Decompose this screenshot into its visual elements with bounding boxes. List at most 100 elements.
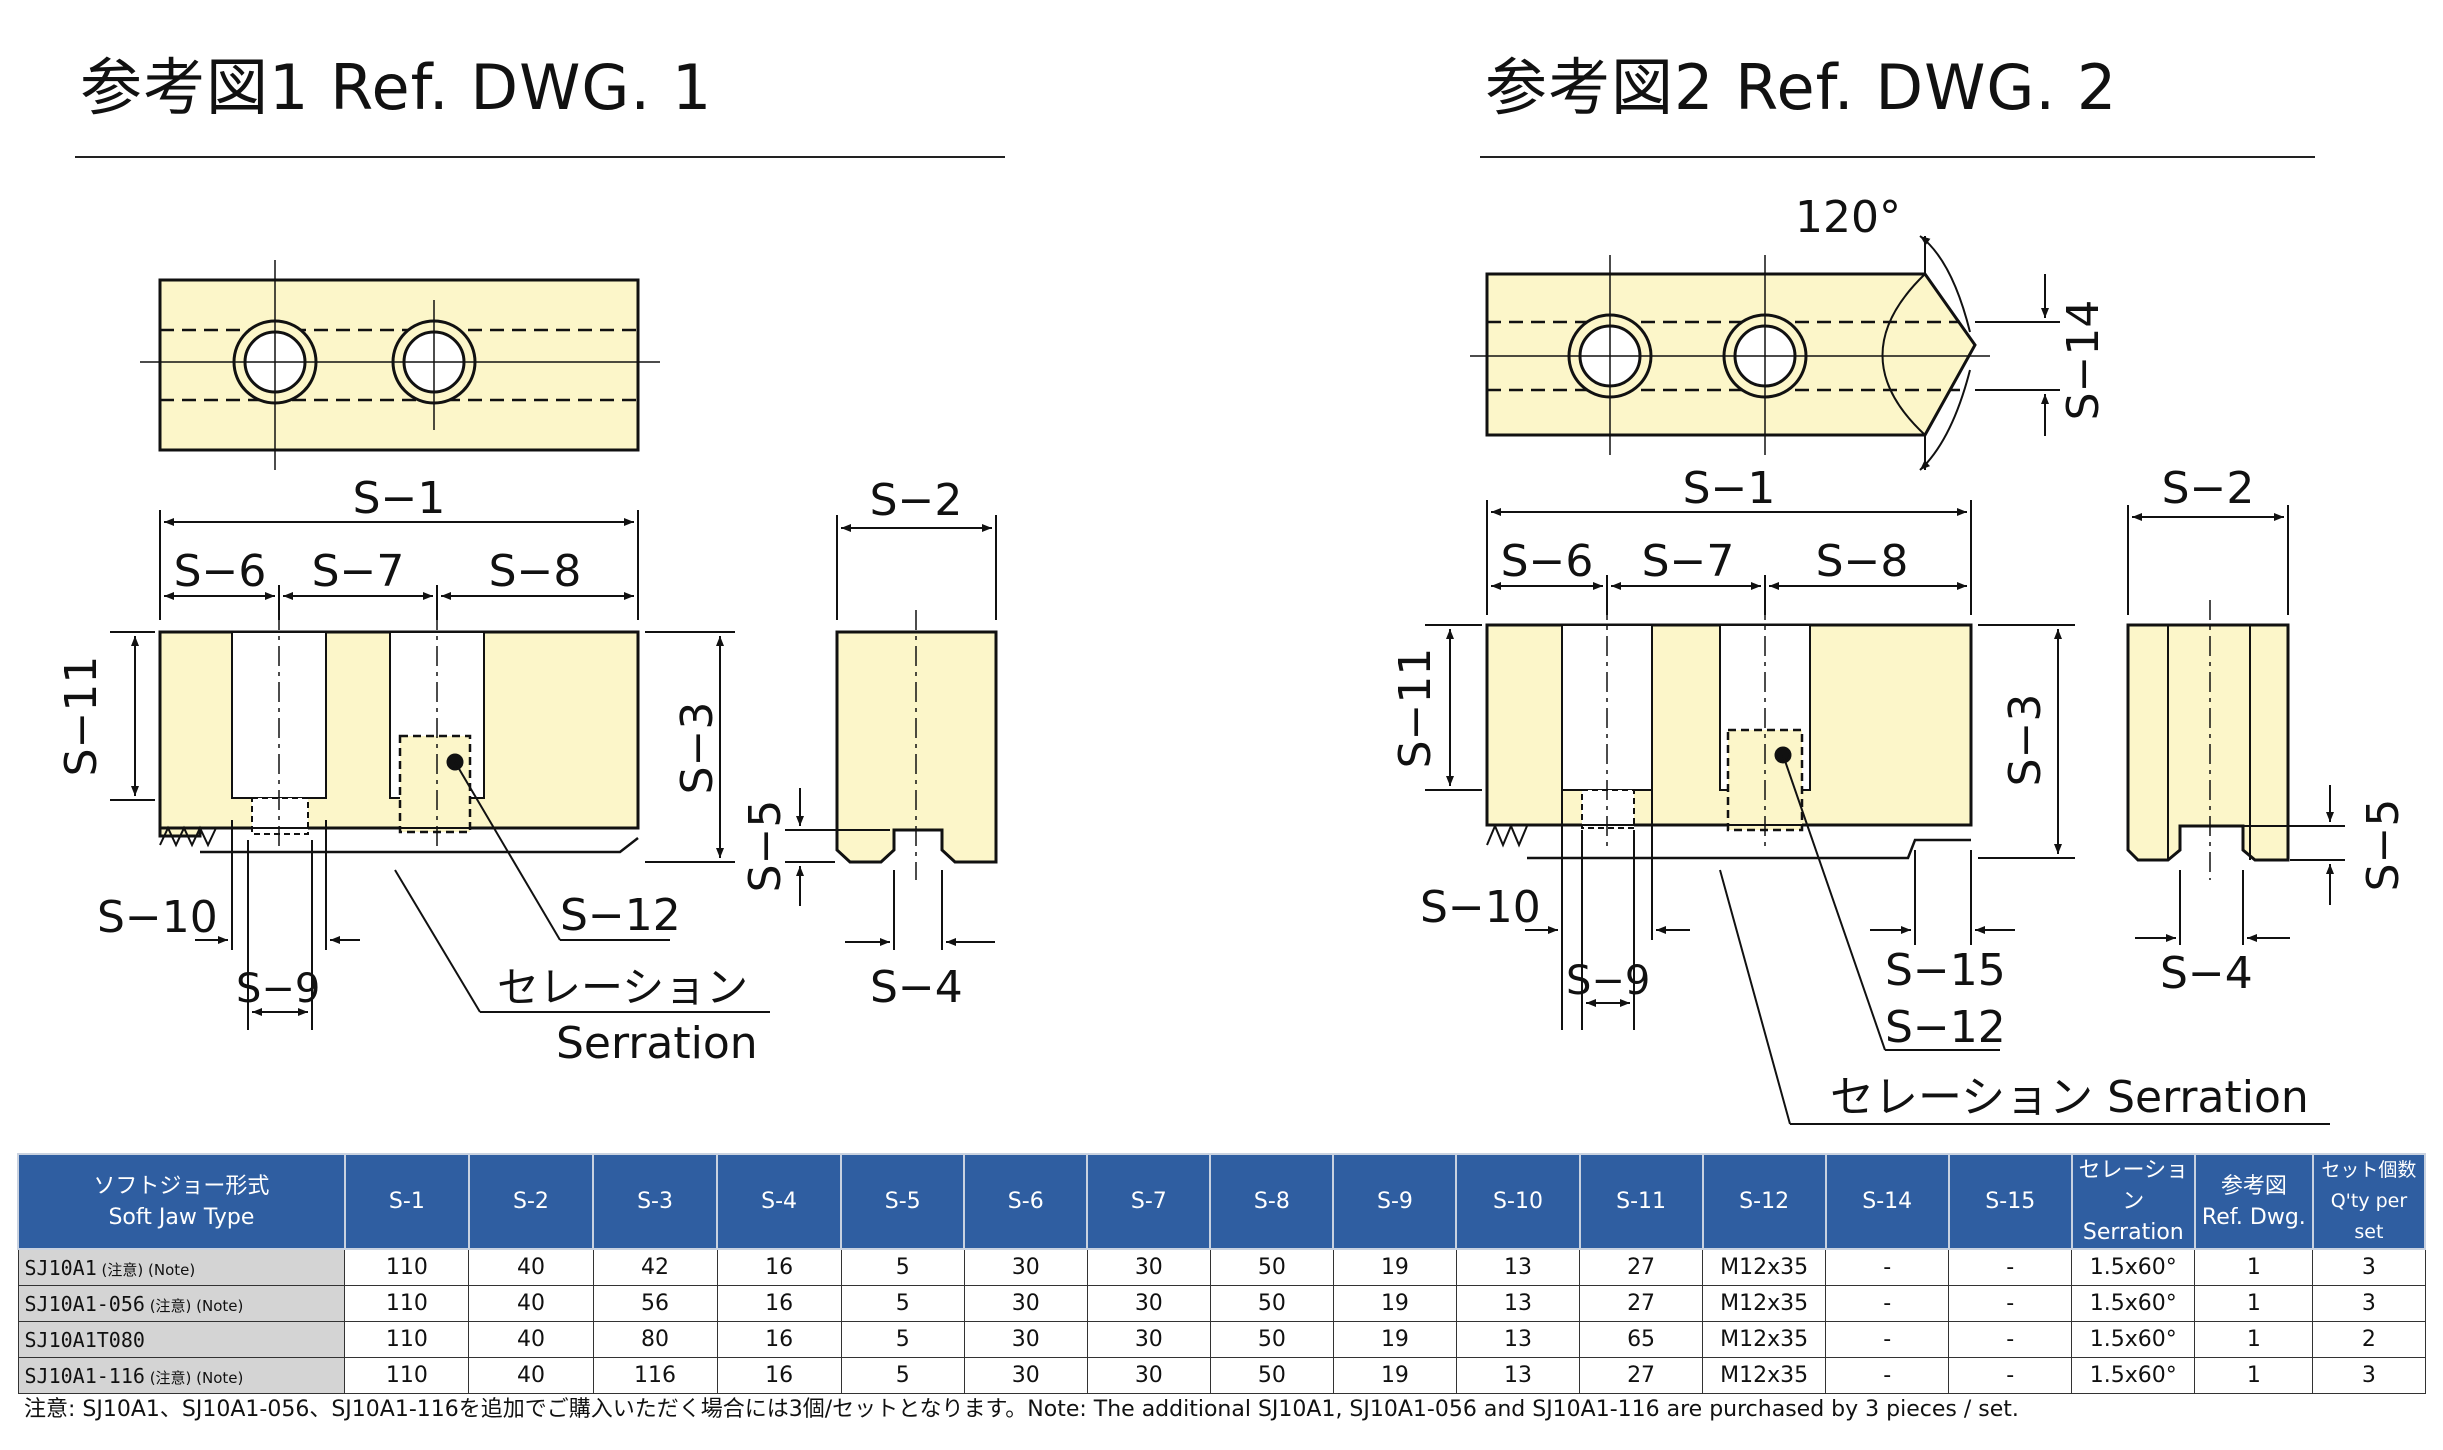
footnote: 注意: SJ10A1、SJ10A1-056、SJ10A1-116を追加でご購入い…	[24, 1397, 2019, 1422]
table-cell: 30	[1086, 1357, 1211, 1394]
dwg1-label-s11: S−11	[56, 656, 107, 777]
dwg2-label-s12: S−12	[1885, 1002, 2006, 1053]
table-cell: 56	[592, 1285, 718, 1322]
cell-soft-jaw-type: SJ10A1-056 (注意) (Note)	[17, 1285, 346, 1322]
spec-table: ソフトジョー形式 Soft Jaw Type S-1 S-2 S-3 S-4 S…	[17, 1153, 2427, 1394]
table-cell: 27	[1579, 1248, 1704, 1286]
table-cell: 5	[840, 1285, 965, 1322]
dwg2-side-view	[2126, 600, 2290, 880]
header-type-jp: ソフトジョー形式	[93, 1173, 270, 1199]
header-s10: S-10	[1455, 1153, 1581, 1250]
header-s8: S-8	[1209, 1153, 1335, 1250]
table-cell: 27	[1579, 1357, 1704, 1394]
dwg2-label-s2: S−2	[2162, 463, 2255, 514]
dwg1-label-s1: S−1	[353, 473, 446, 524]
cell-soft-jaw-type: SJ10A1T080	[17, 1321, 346, 1358]
header-s4: S-4	[716, 1153, 843, 1250]
table-cell: -	[1825, 1248, 1950, 1286]
dwg2-labels: 120° S−14 S−1 S−6 S−7 S−8 S−2 S−11 S−3 S…	[1390, 192, 2409, 1123]
header-s5: S-5	[840, 1153, 966, 1250]
table-cell: 40	[468, 1357, 594, 1394]
table-cell: -	[1825, 1285, 1950, 1322]
model-note: (注意) (Note)	[96, 1260, 196, 1279]
dwg2-label-s15: S−15	[1885, 945, 2006, 996]
dwg1-top-view	[140, 260, 660, 470]
table-cell: 3	[2312, 1357, 2426, 1394]
table-cell: 16	[716, 1248, 842, 1286]
dwg1-labels: S−1 S−6 S−7 S−8 S−2 S−11 S−3 S−5 S−10 S−…	[56, 473, 963, 1069]
header-s2: S-2	[467, 1153, 595, 1250]
header-s11: S-11	[1578, 1153, 1704, 1250]
dwg2-label-s5: S−5	[2358, 799, 2409, 892]
table-cell: 40	[468, 1248, 594, 1286]
header-ref-dwg: 参考図 Ref. Dwg.	[2193, 1153, 2314, 1250]
dwg2-label-serration: セレーション Serration	[1830, 1072, 2309, 1123]
dwg1-label-s2: S−2	[870, 475, 963, 526]
table-cell: 1	[2194, 1357, 2314, 1394]
dwg2-title: 参考図2 Ref. DWG. 2	[1485, 51, 2118, 124]
dwg1-label-s12: S−12	[560, 890, 681, 941]
dwg1-label-s9: S−9	[236, 966, 320, 1012]
table-cell: 50	[1209, 1285, 1334, 1322]
dwg1-label-s3: S−3	[672, 702, 723, 795]
table-cell: 16	[716, 1357, 842, 1394]
table-cell: 30	[1086, 1321, 1211, 1358]
table-cell: 5	[840, 1321, 965, 1358]
header-s15: S-15	[1947, 1153, 2073, 1250]
dwg2-label-s1: S−1	[1683, 463, 1776, 514]
model-name: SJ10A1-056	[24, 1291, 145, 1316]
table-cell: 3	[2312, 1248, 2426, 1286]
cell-soft-jaw-type: SJ10A1-116 (注意) (Note)	[17, 1357, 346, 1394]
dwg2-label-s11: S−11	[1390, 648, 1441, 769]
table-cell: 110	[344, 1357, 470, 1394]
table-cell: 13	[1455, 1285, 1581, 1322]
dwg2-label-s8: S−8	[1816, 536, 1909, 587]
table-cell: 110	[344, 1248, 470, 1286]
table-cell: -	[1948, 1357, 2073, 1394]
table-cell: -	[1825, 1357, 1950, 1394]
dwg2-label-s3: S−3	[2000, 694, 2051, 787]
table-cell: 19	[1332, 1248, 1457, 1286]
table-cell: 16	[716, 1321, 842, 1358]
header-s12: S-12	[1701, 1153, 1827, 1250]
table-cell: 50	[1209, 1357, 1334, 1394]
table-cell: 50	[1209, 1321, 1334, 1358]
table-cell: 1.5x60°	[2071, 1248, 2196, 1286]
cell-soft-jaw-type: SJ10A1 (注意) (Note)	[17, 1248, 346, 1286]
header-serration-jp: セレーション	[2078, 1158, 2189, 1214]
header-s6: S-6	[963, 1153, 1089, 1250]
model-note: (注意) (Note)	[144, 1296, 244, 1315]
dwg2-label-s10: S−10	[1420, 882, 1541, 933]
header-qty-jp: セット個数	[2321, 1159, 2417, 1181]
table-cell: -	[1948, 1285, 2073, 1322]
header-refdwg-en: Ref. Dwg.	[2201, 1204, 2306, 1230]
table-cell: 116	[592, 1357, 718, 1394]
dwg1-label-s7: S−7	[312, 546, 405, 597]
dwg2-label-s4: S−4	[2160, 948, 2253, 999]
dwg1-title-rule	[75, 156, 1005, 158]
dwg1-label-s10: S−10	[97, 892, 218, 943]
table-cell: 1	[2194, 1321, 2314, 1358]
header-refdwg-jp: 参考図	[2220, 1173, 2287, 1199]
table-cell: 1	[2194, 1285, 2314, 1322]
header-qty-en: Q'ty per set	[2330, 1190, 2408, 1243]
dwg2-dimensions	[1425, 235, 2345, 1125]
table-cell: 30	[963, 1357, 1088, 1394]
dwg2-label-s7: S−7	[1642, 536, 1735, 587]
table-cell: 30	[963, 1321, 1088, 1358]
table-cell: 13	[1455, 1321, 1581, 1358]
dwg1-title: 参考図1 Ref. DWG. 1	[80, 51, 713, 124]
table-cell: -	[1948, 1248, 2073, 1286]
table-cell: 42	[592, 1248, 718, 1286]
header-type-en: Soft Jaw Type	[108, 1204, 255, 1230]
table-cell: 27	[1579, 1285, 1704, 1322]
table-cell: -	[1948, 1321, 2073, 1358]
table-cell: 30	[963, 1285, 1088, 1322]
table-cell: 40	[468, 1285, 594, 1322]
table-cell: 13	[1455, 1357, 1581, 1394]
header-s9: S-9	[1332, 1153, 1458, 1250]
